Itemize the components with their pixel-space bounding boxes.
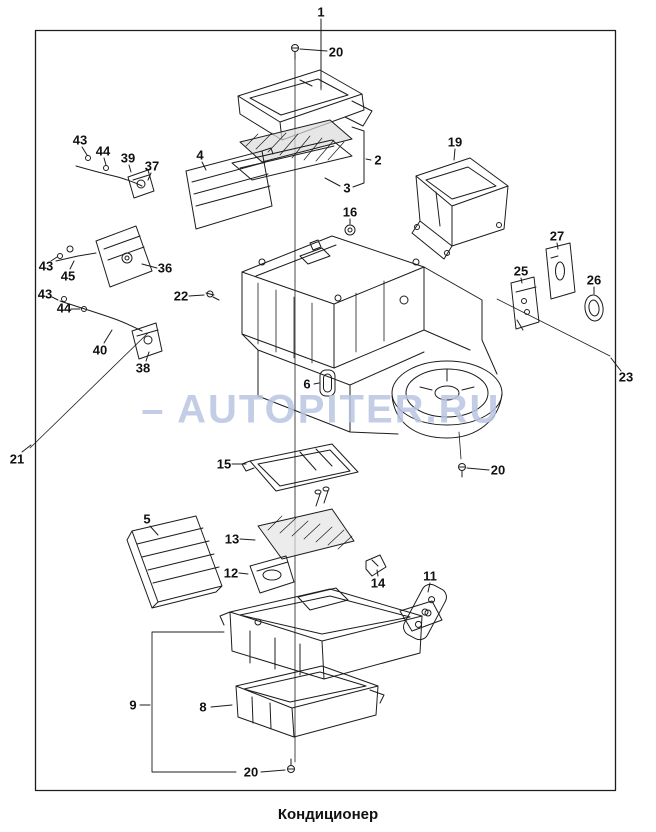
callout-12: 12 (223, 565, 239, 581)
caption: Кондиционер (277, 806, 379, 823)
callout-15: 15 (216, 456, 232, 472)
part-bottom-cover-8 (235, 665, 385, 738)
callout-40: 40 (92, 342, 108, 358)
part-grommet-26 (584, 294, 604, 322)
part-grommet-6 (319, 369, 336, 397)
diagram-border (34, 29, 617, 792)
bracket-line-2 (351, 126, 365, 188)
part-blower-scroll (391, 360, 503, 439)
callout-38: 38 (135, 360, 151, 376)
callout-21: 21 (9, 451, 25, 467)
part-duct-12 (249, 555, 295, 594)
callout-14: 14 (370, 575, 386, 591)
callout-9: 9 (129, 697, 137, 713)
callout-8: 8 (199, 699, 207, 715)
part-air-duct-19 (411, 157, 509, 260)
callout-37: 37 (144, 158, 160, 174)
bracket-line-9 (151, 631, 237, 773)
part-lower-housing-9 (219, 587, 443, 680)
part-lever-40 (59, 296, 163, 360)
part-filter-pad (231, 119, 353, 181)
callout-39: 39 (120, 150, 136, 166)
part-screw-22 (205, 290, 220, 301)
callout-1: 1 (317, 4, 325, 20)
callout-36: 36 (157, 260, 173, 276)
callout-6: 6 (303, 376, 311, 392)
callout-5: 5 (143, 511, 151, 527)
callout-44: 44 (56, 300, 72, 316)
callout-43: 43 (37, 286, 53, 302)
part-heater-core-13 (257, 486, 355, 560)
part-bracket-25 (510, 276, 540, 331)
callout-3: 3 (343, 180, 351, 196)
part-grommet-16 (344, 224, 356, 236)
callout-25: 25 (513, 263, 529, 279)
callout-19: 19 (447, 134, 463, 150)
part-main-housing (241, 235, 498, 435)
screw-20-icons (287, 44, 466, 773)
part-tray-15 (241, 443, 359, 492)
callout-27: 27 (549, 228, 565, 244)
callout-20: 20 (328, 44, 344, 60)
part-louver-5 (126, 515, 223, 609)
callout-45: 45 (60, 268, 76, 284)
callout-44: 44 (95, 143, 111, 159)
part-clip-14 (365, 554, 387, 577)
callout-43: 43 (38, 258, 54, 274)
part-bracket-36 (55, 225, 153, 288)
callout-2: 2 (374, 152, 382, 168)
callout-26: 26 (586, 272, 602, 288)
part-bracket-27 (545, 242, 576, 300)
callout-16: 16 (342, 204, 358, 220)
callout-20: 20 (243, 764, 259, 780)
callout-22: 22 (173, 288, 189, 304)
callout-11: 11 (423, 568, 437, 584)
callout-43: 43 (72, 132, 88, 148)
callout-leader-lines (21, 18, 622, 773)
part-side-panel-4 (185, 147, 274, 230)
part-top-cover (237, 69, 373, 141)
callout-13: 13 (224, 531, 240, 547)
callout-4: 4 (196, 147, 204, 163)
part-linkage-upper (75, 155, 155, 199)
callout-23: 23 (618, 369, 634, 385)
callout-20: 20 (490, 462, 506, 478)
